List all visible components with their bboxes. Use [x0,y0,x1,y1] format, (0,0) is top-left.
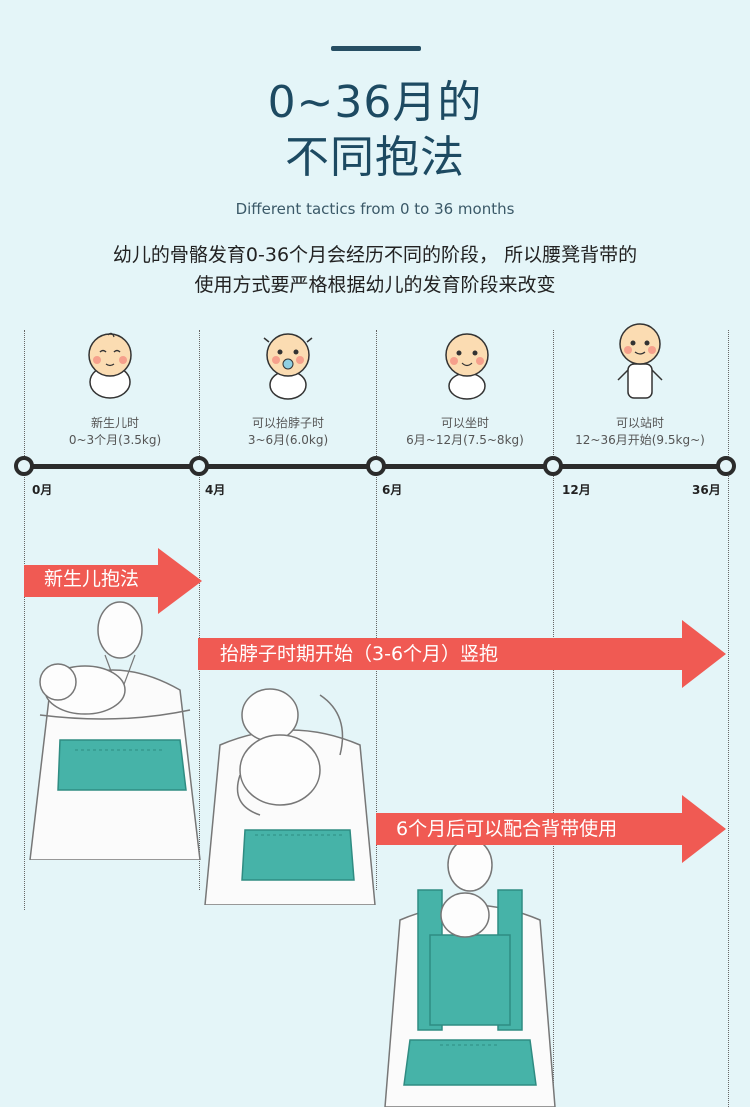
stage-name: 可以抬脖子时 [251,416,324,430]
guide-line-6 [376,330,377,890]
guide-line-36 [728,330,729,1107]
tick-label-0: 0月 [32,483,53,497]
timeline-node-6 [366,456,386,476]
sitting-baby-icon [445,333,489,400]
arrow-carrier-use [376,795,726,863]
timeline-node-0 [14,456,34,476]
stage-standing: 可以站时 12~36月开始(9.5kg~) [560,415,720,449]
page-subtitle: Different tactics from 0 to 36 months [235,200,515,218]
arrow-label-newborn: 新生儿抱法 [44,568,140,590]
timeline-node-36 [716,456,736,476]
arrow-label-carrier: 6个月后可以配合背带使用 [396,818,618,840]
stage-lifting-head: 可以抬脖子时 3~6月(6.0kg) [213,415,363,449]
upright-hold-illustration [204,688,376,905]
timeline-nodes [14,456,736,476]
stage-range: 6月~12月(7.5~8kg) [406,433,524,447]
intro-text-line1: 幼儿的骨骼发育0-36个月会经历不同的阶段， 所以腰凳背带的 [112,244,638,266]
stage-name: 可以坐时 [440,416,489,430]
stage-sitting: 可以坐时 6月~12月(7.5~8kg) [390,415,540,449]
timeline-node-4 [189,456,209,476]
baby-lifting-head-icon [263,333,313,400]
tick-label-36: 36月 [692,483,721,497]
tick-label-6: 6月 [382,483,403,497]
guide-line-12 [553,330,554,1107]
stage-range: 0~3个月(3.5kg) [68,433,162,447]
page-title-line1: 0~36月的 [267,77,483,128]
tick-label-4: 4月 [205,483,226,497]
stage-range: 12~36月开始(9.5kg~) [575,433,705,447]
stage-name: 可以站时 [615,416,664,430]
standing-baby-icon [617,323,663,399]
page-title-line2: 不同抱法 [285,132,465,183]
newborn-hold-illustration [29,601,201,860]
intro-text-line2: 使用方式要严格根据幼儿的发育阶段来改变 [194,274,556,296]
stage-range: 3~6月(6.0kg) [247,433,329,447]
stage-newborn: 新生儿时 0~3个月(3.5kg) [40,415,190,449]
arrow-newborn-hold [24,548,202,614]
tick-label-12: 12月 [562,483,591,497]
arrow-label-upright: 抬脖子时期开始（3-6个月）竖抱 [220,643,499,665]
guide-line-4 [199,330,200,890]
guide-line-0 [24,330,25,910]
title-accent-bar [331,46,421,51]
timeline-node-12 [543,456,563,476]
carrier-with-harness-illustration [384,840,556,1107]
stage-name: 新生儿时 [90,416,139,430]
arrow-upright-hold [198,620,726,688]
newborn-baby-icon [88,332,132,399]
